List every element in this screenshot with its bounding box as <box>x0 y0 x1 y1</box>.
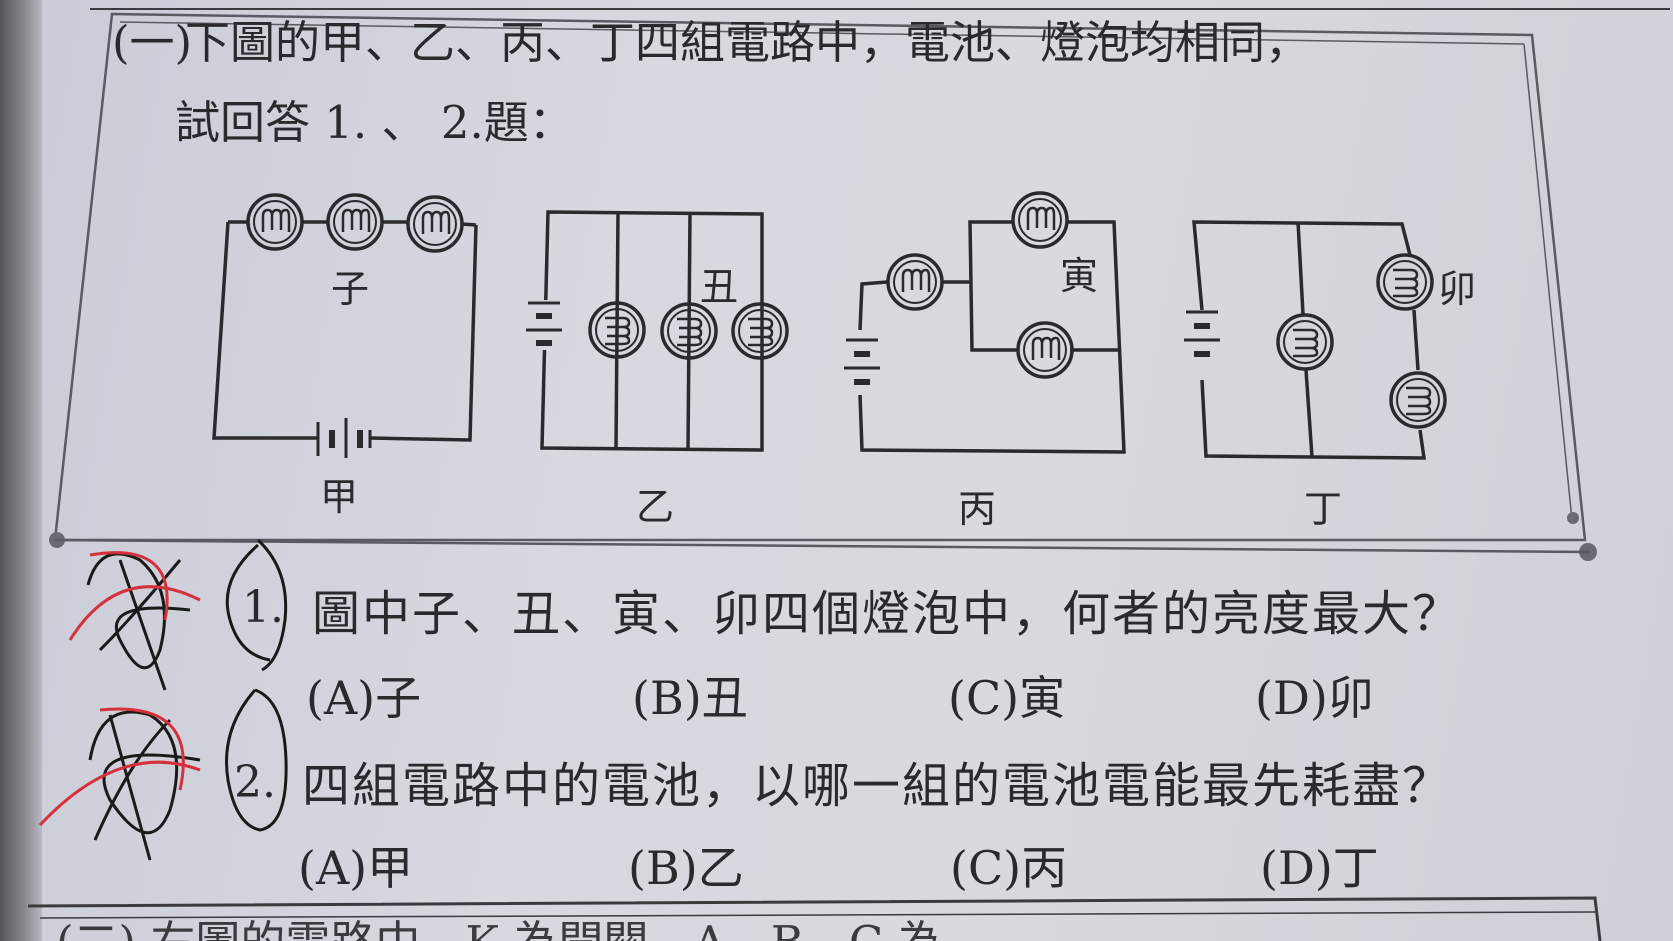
bulb-label-zi: 子 <box>331 267 370 311</box>
q1-option-d[interactable]: (D)卯 <box>1255 671 1374 725</box>
next-section-clip: (二) 右圖的電路中，K 為開關，A、B、C 為 <box>40 912 1600 941</box>
intro-line-1: 下圖的甲、乙、丙、丁四組電路中，電池、燈泡均相同， <box>185 16 1311 69</box>
q1-option-b[interactable]: (B)丑 <box>632 671 748 725</box>
q2-option-a[interactable]: (A)甲 <box>298 841 414 895</box>
circuit-label-bing: 丙 <box>958 487 997 531</box>
circuit-label-yi: 乙 <box>636 485 675 529</box>
previous-section-border <box>90 0 1670 10</box>
circuit-label-jia: 甲 <box>320 475 359 519</box>
bulb-label-yin: 寅 <box>1060 254 1099 298</box>
handwritten-marks <box>38 538 288 861</box>
question-1-text: 圖中子、丑、寅、卯四個燈泡中，何者的亮度最大？ <box>312 586 1463 642</box>
q1-option-a[interactable]: (A)子 <box>306 671 422 725</box>
q2-option-d[interactable]: (D)丁 <box>1260 841 1379 895</box>
question-2-number: 2. <box>234 757 276 808</box>
intro-line-2: 試回答 1. 、 2.題： <box>175 96 574 149</box>
circuit-ding <box>1184 220 1447 460</box>
question-2-text: 四組電路中的電池，以哪一組的電池電能最先耗盡？ <box>302 758 1453 814</box>
circuit-label-ding: 丁 <box>1304 487 1343 531</box>
q1-option-c[interactable]: (C)寅 <box>948 671 1066 725</box>
bulb-label-mao: 卯 <box>1438 267 1477 311</box>
circuit-bing <box>844 191 1126 454</box>
next-section-text: (二) 右圖的電路中，K 為開關，A、B、C 為 <box>56 912 943 941</box>
circuit-jia <box>212 193 478 458</box>
q2-option-b[interactable]: (B)乙 <box>628 841 744 895</box>
bulb-label-chou: 丑 <box>700 265 739 309</box>
circuit-yi <box>520 210 789 452</box>
page-edge <box>0 0 42 941</box>
q2-option-c[interactable]: (C)丙 <box>950 841 1068 895</box>
frame-border <box>53 12 1587 542</box>
question-1-number: 1. <box>242 582 284 633</box>
section-marker: (一) <box>112 16 193 69</box>
